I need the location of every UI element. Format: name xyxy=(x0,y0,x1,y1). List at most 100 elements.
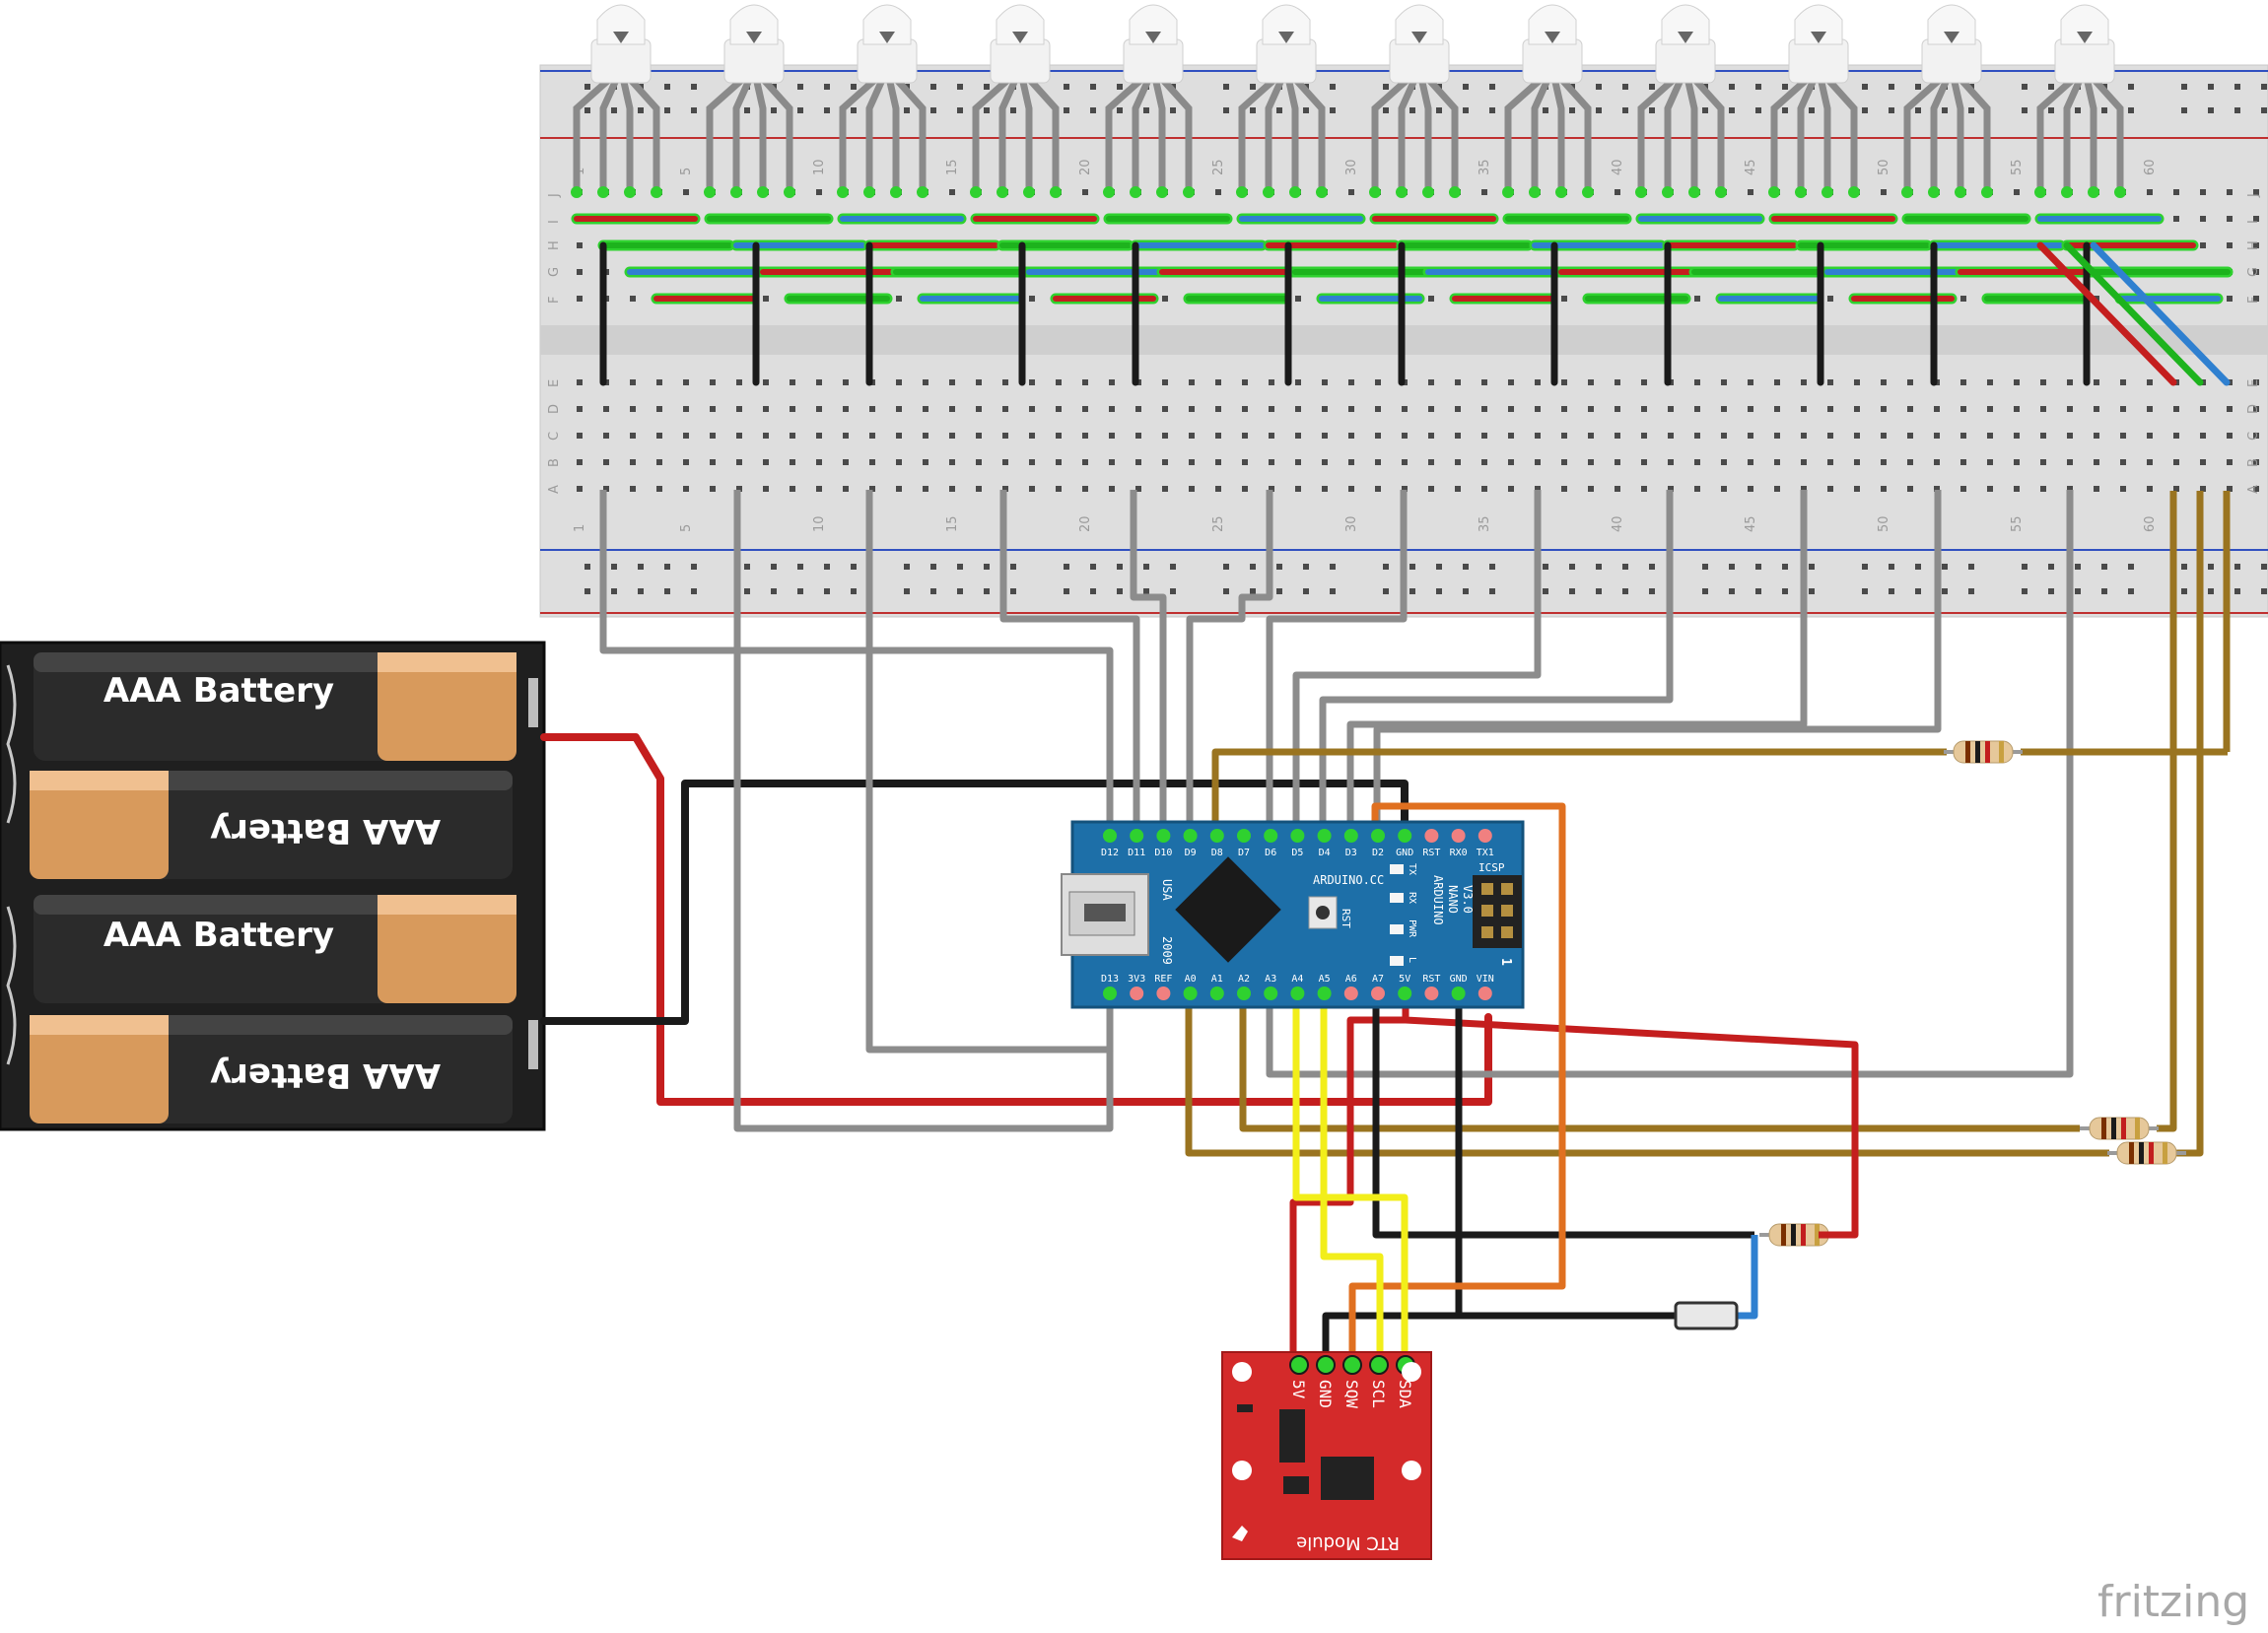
pushbutton-body[interactable] xyxy=(1674,1301,1739,1330)
arduino-pin-label-top: D11 xyxy=(1128,848,1145,858)
breadboard-hole xyxy=(1135,459,1141,465)
breadboard-hole xyxy=(763,296,769,302)
rail-hole xyxy=(1383,564,1389,570)
breadboard-hole xyxy=(1694,296,1700,302)
rail-hole xyxy=(2048,564,2054,570)
arduino-pin-bottom xyxy=(1343,987,1358,1000)
rail-hole xyxy=(1090,107,1096,113)
led-leg-contact xyxy=(1050,186,1062,198)
breadboard-hole xyxy=(1801,379,1807,385)
breadboard-hole xyxy=(2014,486,2020,492)
breadboard-hole xyxy=(2253,242,2259,248)
breadboard-hole xyxy=(1748,379,1753,385)
resistor xyxy=(1944,740,2023,764)
rail-hole xyxy=(1543,107,1548,113)
breadboard-hole xyxy=(1694,379,1700,385)
rail-hole xyxy=(584,107,590,113)
breadboard-hole xyxy=(1402,486,1408,492)
breadboard-hole xyxy=(1162,486,1168,492)
rgb-led xyxy=(1103,4,1195,198)
resistor-band xyxy=(2111,1118,2116,1139)
rail-hole xyxy=(1755,107,1761,113)
arduino-pin-label-top: D8 xyxy=(1211,848,1223,858)
breadboard-hole xyxy=(1082,486,1088,492)
gray-wire xyxy=(1266,490,1408,836)
rgb-led xyxy=(2034,4,2126,198)
breadboard-hole xyxy=(1109,433,1115,439)
rtc-pin-label: SQW xyxy=(1342,1380,1361,1408)
column-number-bottom: 35 xyxy=(1478,515,1492,532)
breadboard-hole xyxy=(1881,379,1887,385)
arduino-pin-label-bottom: A1 xyxy=(1211,974,1223,985)
led-leg-contact xyxy=(1103,186,1115,198)
breadboard-hole xyxy=(1295,379,1301,385)
breadboard-hole xyxy=(1162,379,1168,385)
arduino-pin-label-top: RX0 xyxy=(1450,848,1468,858)
rtc-mount-hole xyxy=(1402,1461,1421,1480)
column-number-bottom: 20 xyxy=(1078,515,1093,532)
rail-hole xyxy=(771,107,777,113)
breadboard-hole xyxy=(1535,433,1541,439)
pushbutton[interactable] xyxy=(1674,1301,1739,1330)
rtc-mount-hole xyxy=(1402,1362,1421,1382)
rail-hole xyxy=(904,564,910,570)
gray-wire xyxy=(599,490,1114,836)
breadboard-hole xyxy=(2094,406,2099,412)
arduino-pin-bottom xyxy=(1371,987,1385,1000)
breadboard-hole xyxy=(1561,459,1567,465)
arduino-pin-label-bottom: 3V3 xyxy=(1128,974,1145,985)
breadboard-hole xyxy=(656,486,662,492)
rail-hole xyxy=(1702,588,1708,594)
breadboard-hole xyxy=(1002,433,1008,439)
rail-hole xyxy=(1596,107,1602,113)
breadboard-hole xyxy=(1641,459,1647,465)
breadboard-hole xyxy=(577,296,583,302)
rail-hole xyxy=(744,564,750,570)
reset-button-cap[interactable] xyxy=(1316,906,1330,919)
breadboard-hole xyxy=(843,379,849,385)
breadboard-hole xyxy=(1881,189,1887,195)
sparkfun-flame-icon xyxy=(1232,1526,1248,1541)
led-leg-contact xyxy=(837,186,849,198)
row-letter-right: B xyxy=(2246,458,2261,467)
breadboard-hole xyxy=(2200,459,2206,465)
breadboard-hole xyxy=(2227,189,2233,195)
wire-blue-button xyxy=(1735,1235,1758,1320)
breadboard-hole xyxy=(923,459,928,465)
breadboard-hole xyxy=(1508,433,1514,439)
column-number-bottom: 50 xyxy=(1877,515,1891,532)
breadboard-hole xyxy=(816,486,822,492)
led-base xyxy=(723,38,785,84)
battery-spring xyxy=(6,906,17,1065)
breadboard-hole xyxy=(1375,406,1381,412)
arduino-pin-label-top: D9 xyxy=(1185,848,1197,858)
arduino-pin-bottom xyxy=(1451,987,1466,1000)
breadboard-hole xyxy=(1109,459,1115,465)
column-number-bottom: 40 xyxy=(1611,515,1625,532)
rail-hole xyxy=(1782,84,1788,90)
breadboard-hole xyxy=(577,486,583,492)
breadboard-hole xyxy=(1242,379,1248,385)
breadboard-hole xyxy=(2200,242,2206,248)
battery-cell-cap-highlight xyxy=(30,771,169,790)
breadboard-hole xyxy=(1827,296,1833,302)
breadboard-hole xyxy=(1109,406,1115,412)
rail-hole xyxy=(824,107,830,113)
arduino-pin-top xyxy=(1290,829,1305,843)
rail-hole xyxy=(2208,107,2214,113)
breadboard-hole xyxy=(1881,406,1887,412)
breadboard-hole xyxy=(1242,459,1248,465)
breadboard-hole xyxy=(1455,406,1461,412)
breadboard-hole xyxy=(1029,406,1035,412)
breadboard-hole xyxy=(1987,433,1993,439)
breadboard-hole xyxy=(2094,379,2099,385)
resistor-band xyxy=(2121,1118,2126,1139)
led-dome xyxy=(1129,4,1178,45)
rail-hole xyxy=(1649,107,1655,113)
breadboard-hole xyxy=(1375,379,1381,385)
breadboard-hole xyxy=(1029,459,1035,465)
rail-hole xyxy=(1303,564,1309,570)
jumper-diagonal xyxy=(2090,241,2231,386)
breadboard-hole xyxy=(1508,486,1514,492)
